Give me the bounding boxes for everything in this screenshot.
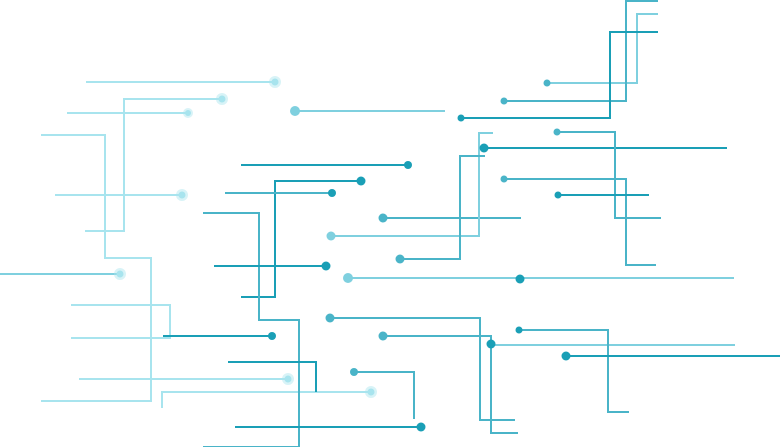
trace bbox=[518, 329, 629, 413]
trace-group-top-right bbox=[457, 0, 658, 122]
trace-node bbox=[178, 191, 186, 199]
trace-group-center bbox=[163, 161, 426, 447]
trace-node bbox=[290, 106, 300, 116]
trace-node bbox=[543, 79, 551, 87]
trace-node bbox=[378, 331, 388, 341]
trace bbox=[503, 178, 656, 266]
trace-node bbox=[479, 143, 489, 153]
trace-node bbox=[326, 231, 336, 241]
trace bbox=[399, 155, 485, 260]
trace-node bbox=[268, 332, 276, 340]
trace-node bbox=[325, 313, 335, 323]
trace-node bbox=[416, 422, 426, 432]
trace bbox=[556, 131, 661, 219]
trace-node bbox=[515, 326, 523, 334]
trace bbox=[228, 361, 317, 392]
trace-node bbox=[486, 339, 496, 349]
trace-node bbox=[218, 95, 226, 103]
trace-node bbox=[500, 97, 508, 105]
trace-node bbox=[284, 375, 292, 383]
trace-node bbox=[553, 128, 561, 136]
trace-node bbox=[378, 213, 388, 223]
trace bbox=[329, 317, 515, 421]
trace bbox=[161, 391, 372, 408]
trace-node bbox=[328, 189, 336, 197]
trace-node bbox=[271, 78, 279, 86]
trace bbox=[71, 304, 171, 339]
trace-node bbox=[343, 273, 353, 283]
trace bbox=[503, 0, 658, 102]
trace bbox=[330, 132, 493, 237]
trace-node bbox=[500, 175, 508, 183]
trace-group-bottom-right bbox=[325, 313, 780, 434]
trace-node bbox=[404, 161, 412, 169]
trace-node bbox=[321, 261, 331, 271]
trace-node bbox=[515, 274, 525, 284]
trace bbox=[460, 31, 658, 119]
trace-group-top-left bbox=[67, 76, 445, 232]
trace-group-left bbox=[0, 134, 377, 408]
trace-node bbox=[350, 368, 358, 376]
trace bbox=[353, 371, 415, 419]
trace-node bbox=[457, 114, 465, 122]
trace-node bbox=[561, 351, 571, 361]
trace bbox=[85, 98, 223, 232]
trace-node bbox=[356, 176, 366, 186]
trace-node bbox=[367, 388, 375, 396]
trace-node bbox=[554, 191, 562, 199]
trace bbox=[41, 134, 152, 402]
trace-node bbox=[185, 110, 191, 116]
trace-node bbox=[395, 254, 405, 264]
trace bbox=[546, 13, 658, 84]
trace bbox=[203, 212, 300, 447]
trace bbox=[382, 335, 518, 434]
trace-group-middle-right bbox=[326, 128, 734, 284]
trace-node bbox=[116, 270, 124, 278]
